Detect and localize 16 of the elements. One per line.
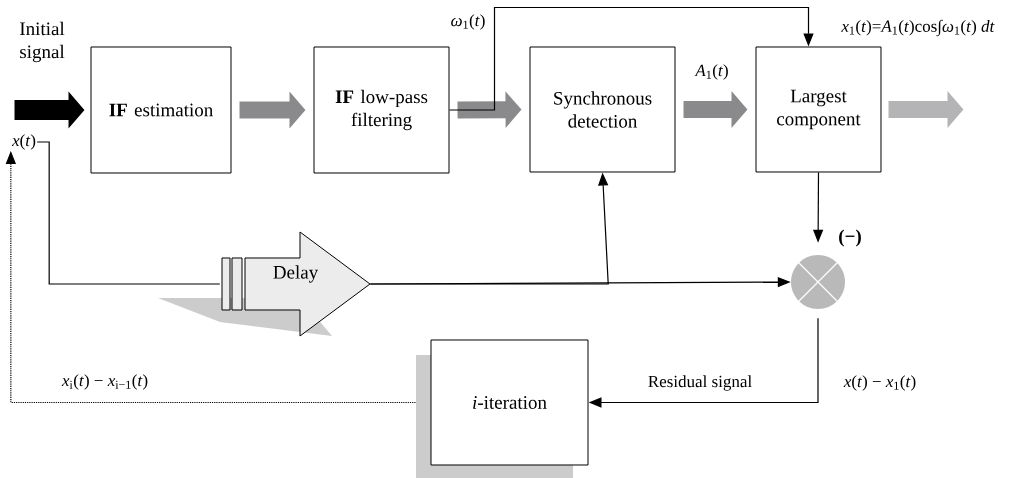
signal-label: x(t) − x$_{1}$(t)	[843, 375, 916, 391]
signal-label: x(t)	[11, 134, 36, 150]
process-box: i-iteration	[416, 339, 589, 478]
process-box: Synchronous detection	[529, 46, 676, 173]
process-box: IF estimation	[90, 46, 232, 174]
summing-junction	[791, 255, 845, 309]
formula-label: x$_{1}$(t)=A$_{1}$(t)cos∫ω$_{1}$(t) dt	[841, 19, 995, 37]
process-box: Largest component	[755, 46, 882, 173]
edge-label: A$_{1}$(t)	[694, 63, 730, 81]
process-box: IF low-pass filtering	[313, 46, 450, 174]
arrow	[448, 6, 814, 111]
signal-label: Initial signal	[20, 21, 65, 63]
edge-label: x$_{i}$(t) − x$_{i−1}$(t)	[60, 373, 150, 391]
edge-label: ω$_{1}$(t)	[449, 13, 487, 31]
sign-label: (−)	[839, 229, 861, 247]
edge-label: Residual signal	[646, 374, 754, 392]
